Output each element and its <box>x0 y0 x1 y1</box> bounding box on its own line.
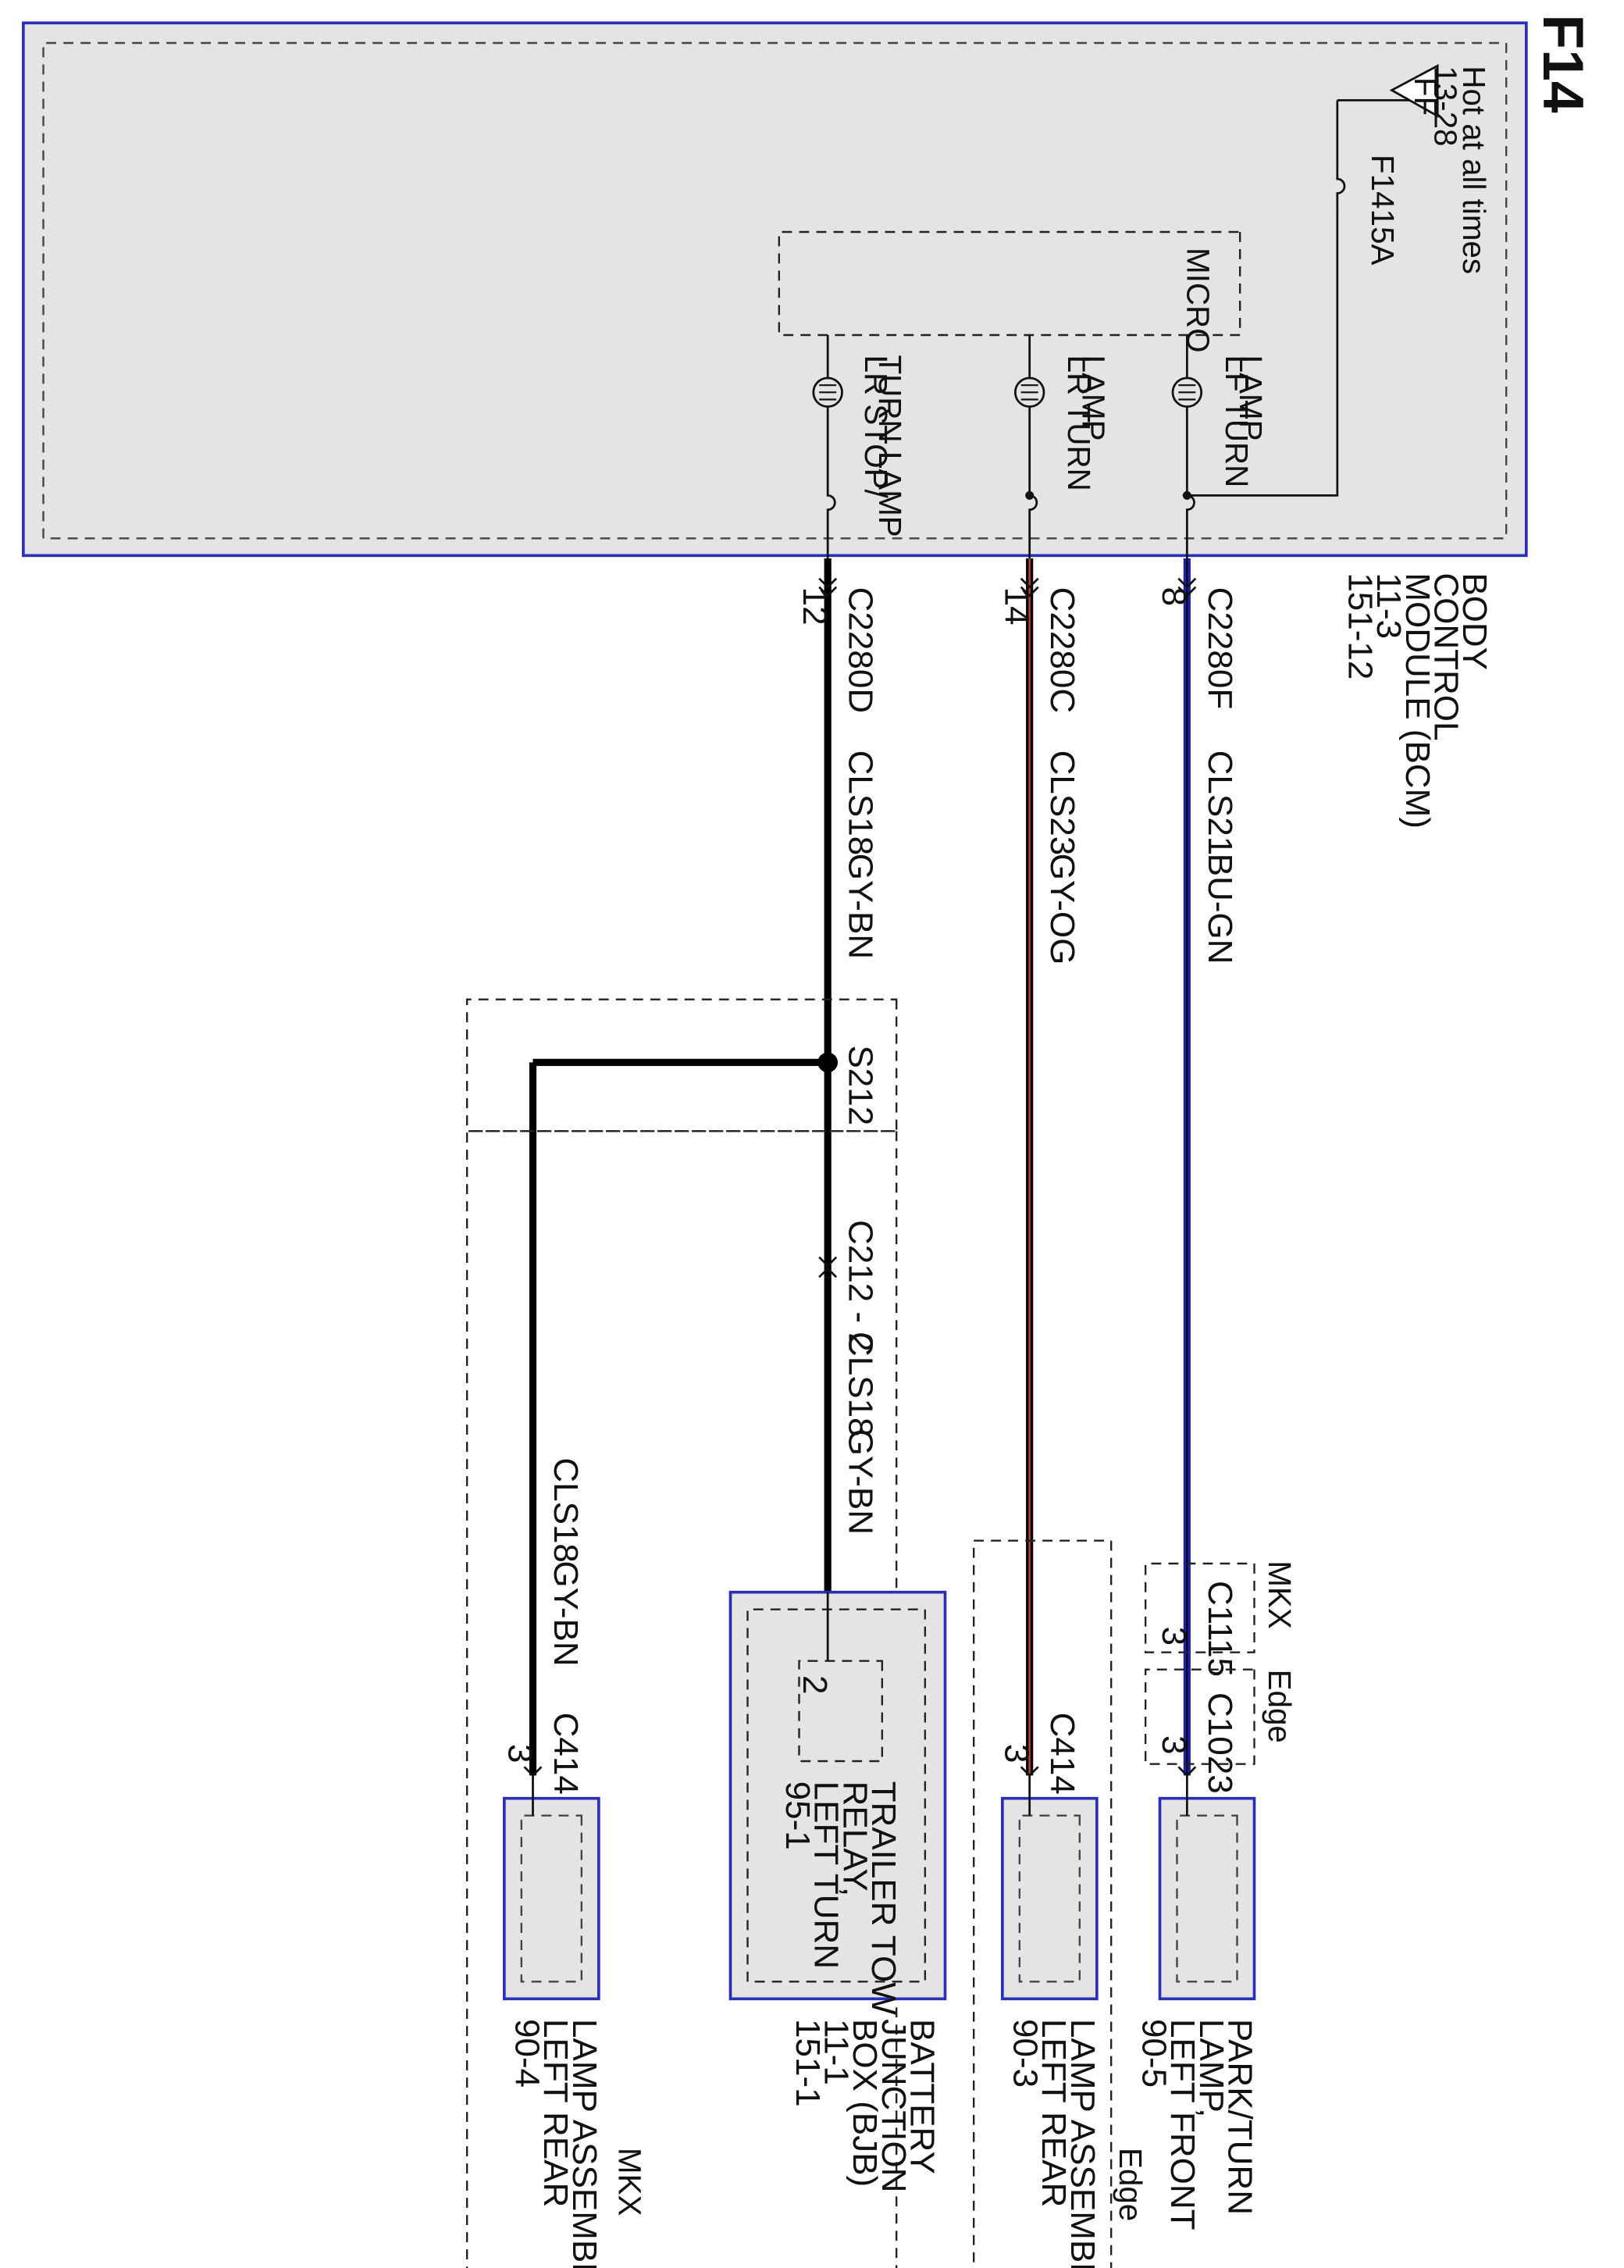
connector-c2280c-symbol <box>1020 577 1039 597</box>
wire-gy-bn-3-color: GY-BN <box>547 1560 585 1666</box>
bjb-caption-5: 151-1 <box>789 2019 827 2107</box>
c1023-pin: 3 <box>1155 1735 1193 1754</box>
bcm-name-line-1: BODY <box>1455 572 1494 670</box>
lamp-edge-caption-3: 90-3 <box>1006 2019 1044 2088</box>
lamp-mkx-box <box>503 1796 600 2001</box>
c2280d-pin: 12 <box>796 587 834 626</box>
fet-lf-turn-label-1: LF TURN <box>1219 355 1255 488</box>
wire-gy-bn-2-color: GY-BN <box>842 1429 880 1535</box>
park-turn-caption-1: PARK/TURN <box>1220 2019 1259 2215</box>
fuse-id-label: F14 <box>1365 155 1401 209</box>
lamp-edge-caption-2: LEFT REAR <box>1035 2019 1073 2207</box>
c1115-pin: 3 <box>1155 1627 1193 1646</box>
hot-at-all-times-label: Hot at all times <box>1456 66 1492 274</box>
c414-edge-pin: 3 <box>997 1744 1035 1763</box>
fet-lr-turn <box>1013 335 1045 558</box>
lamp-mkx-caption-1: LAMP ASSEMBLY, <box>565 2019 604 2268</box>
bjb-box <box>728 1590 947 2001</box>
lamp-mkx-caption-3: 90-4 <box>508 2019 546 2088</box>
fet-lr-turn-label-2: LAMP <box>1076 355 1112 441</box>
relay-label-1: TRAILER TOW <box>864 1781 903 2016</box>
c1115-label: C1115 <box>1201 1581 1239 1677</box>
c1115-variant-label: MKX <box>1262 1560 1298 1628</box>
park-turn-lamp-box <box>1158 1796 1256 2001</box>
fet-lr-stop-turn-label-2: TURN LAMP <box>872 355 908 537</box>
fet-lr-turn-label-1: LR TURN <box>1061 355 1097 491</box>
lamp-mkx-inner <box>520 1814 583 1983</box>
fet-lf-turn-label-2: LAMP <box>1233 355 1269 441</box>
bcm-module-box <box>22 21 1528 558</box>
bjb-caption-4: 11-1 <box>817 2019 855 2085</box>
lamp-edge-box <box>1001 1796 1099 2001</box>
c1023-label: C1023 <box>1201 1692 1239 1794</box>
c2280f-pin: 8 <box>1155 587 1193 606</box>
micro-box <box>778 230 1241 337</box>
lamp-mkx-caption-2: LEFT REAR <box>536 2019 575 2207</box>
park-turn-caption-2: LAMP, <box>1192 2019 1230 2117</box>
relay-pin: 2 <box>796 1675 834 1694</box>
fet-lf-turn <box>1171 335 1203 558</box>
bjb-caption-2: JUNCTION <box>874 2019 913 2192</box>
c414-mkx-pin: 3 <box>500 1744 539 1763</box>
hot-ref-label: 13-28 <box>1428 66 1464 146</box>
relay-label-2: RELAY, <box>835 1781 874 1897</box>
fet-lr-stop-turn-label-1: LR STOP/ <box>858 355 894 499</box>
c1115-variant-box <box>1144 1562 1255 1653</box>
bjb-caption-3: BOX (BJB) <box>846 2019 884 2187</box>
park-turn-lamp-inner <box>1176 1814 1238 1983</box>
wire-gy-bn-1-color: GY-BN <box>842 854 880 959</box>
relay-label-4: 95-1 <box>778 1781 817 1850</box>
fuse-f14-symbol <box>1336 164 1346 208</box>
fuse-rating-label: 15A <box>1365 209 1401 266</box>
c2280d-label: C2280D <box>842 587 880 713</box>
park-turn-caption-3: LEFT FRONT <box>1163 2019 1202 2231</box>
power-source-triangle <box>1389 64 1439 118</box>
wire-bu-gn-color: BU-GN <box>1201 854 1239 965</box>
c414-mkx-label: C414 <box>547 1713 585 1795</box>
relay-box <box>798 1660 884 1763</box>
bcm-name-line-5: 151-12 <box>1341 572 1379 679</box>
connector-c212-symbol <box>818 1256 838 1278</box>
bcm-name-line-2: CONTROL <box>1426 572 1465 740</box>
c2280c-pin: 14 <box>997 587 1035 626</box>
lamp-edge-inner <box>1018 1814 1081 1983</box>
c1023-variant-label: Edge <box>1262 1670 1298 1743</box>
relay-label-3: LEFT TURN <box>807 1781 846 1969</box>
lamp-edge-caption-1: LAMP ASSEMBLY, <box>1063 2019 1102 2268</box>
wire-gy-og-circuit: CLS23 <box>1043 751 1081 856</box>
wire-gy-bn-3-circuit: CLS18 <box>547 1457 585 1563</box>
c2280c-label: C2280C <box>1043 587 1081 713</box>
page-label: F14 <box>1531 14 1595 113</box>
c2280f-label: C2280F <box>1201 587 1239 710</box>
power-feed-wire-2 <box>1182 100 1339 497</box>
c212-label: C212 - 2 <box>842 1220 880 1352</box>
wire-gy-bn-2-circuit: CLS18 <box>842 1332 880 1437</box>
edge-region-label: Edge <box>1113 2148 1149 2221</box>
connector-c2280d-symbol <box>818 577 838 597</box>
splice-s212-label: S212 <box>842 1045 880 1125</box>
wire-gy-bn-1-circuit: CLS18 <box>842 751 880 856</box>
bcm-inner-boundary <box>42 41 1508 540</box>
connector-c2280f-symbol <box>1177 577 1197 597</box>
edge-region-boundary <box>972 1539 1113 2268</box>
bcm-name-line-4: 11-3 <box>1369 572 1408 639</box>
wire-gy-og-color: GY-OG <box>1043 854 1081 965</box>
park-turn-caption-4: 90-5 <box>1134 2019 1173 2088</box>
splice-s212-dot <box>817 1052 838 1073</box>
wire-bu-gn-circuit: CLS21 <box>1201 751 1239 856</box>
fet-lr-stop-turn <box>812 335 843 558</box>
c1023-variant-box <box>1144 1668 1255 1765</box>
mkx-region-label: MKX <box>612 2148 648 2216</box>
power-source-tag: FF <box>1408 77 1444 116</box>
bjb-caption-1: BATTERY <box>903 2019 941 2174</box>
bcm-name-line-3: MODULE (BCM) <box>1398 572 1437 829</box>
micro-label: MICRO <box>1180 248 1216 352</box>
c414-edge-label: C414 <box>1043 1713 1081 1795</box>
